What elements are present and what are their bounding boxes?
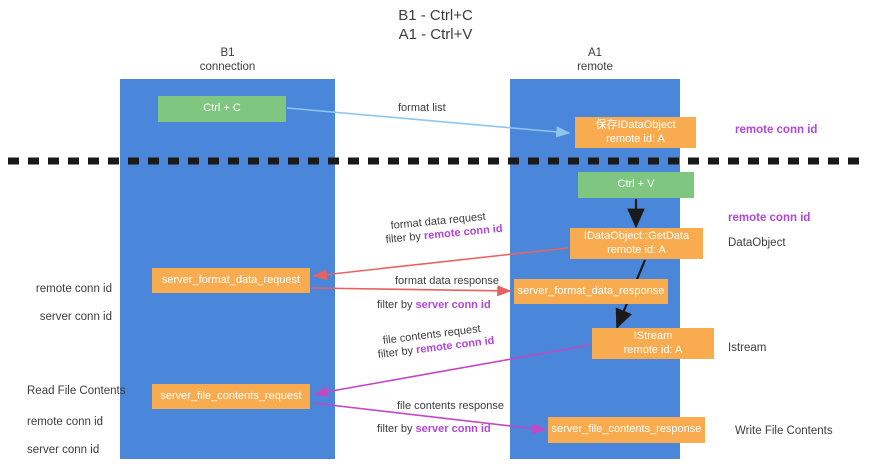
filter-key-server-conn-id: server conn id <box>415 299 491 311</box>
filter-prefix: filter by <box>377 423 416 435</box>
annotation-server-conn-id: server conn id <box>27 444 100 456</box>
edge-label-file-contents-response: file contents response <box>397 400 505 412</box>
node-server-file-contents-request[interactable]: server_file_contents_request <box>152 384 310 409</box>
annotation-read-file-contents: Read File Contents <box>27 385 126 397</box>
node-istream[interactable]: IStream remote id: A <box>592 328 714 359</box>
annotation-istream: Istream <box>728 342 767 354</box>
edge-label-format-data-response-filter: filter by server conn id <box>377 298 491 312</box>
annotation-server-conn-id: server conn id <box>39 311 112 323</box>
edge-label-format-list: format list <box>398 102 446 114</box>
filter-prefix: filter by <box>377 299 416 311</box>
node-server-format-data-response[interactable]: server_format_data_response <box>514 279 668 304</box>
node-save-idataobject[interactable]: 保存IDataObject remote id: A <box>575 117 696 148</box>
node-server-format-data-request[interactable]: server_format_data_request <box>152 268 310 293</box>
annotation-remote-conn-id-top: remote conn id <box>735 124 818 136</box>
filter-prefix: filter by <box>385 230 425 246</box>
annotation-left-conn-ids-2: remote conn id server conn id <box>27 401 103 467</box>
annotation-write-file-contents: Write File Contents <box>735 425 833 437</box>
swimlane-header-a1: A1 remote <box>577 47 613 73</box>
filter-prefix: filter by <box>377 344 417 361</box>
annotation-remote-conn-id-mid: remote conn id <box>728 212 811 224</box>
node-ctrl-v[interactable]: Ctrl + V <box>578 172 694 198</box>
edge-label-format-data-response: format data response <box>395 275 499 287</box>
filter-key-server-conn-id: server conn id <box>415 423 491 435</box>
arrow-format-data-response <box>311 285 512 297</box>
annotation-remote-conn-id: remote conn id <box>35 283 112 295</box>
edge-label-file-contents-response-filter: filter by server conn id <box>377 422 491 436</box>
page-title: B1 - Ctrl+C A1 - Ctrl+V <box>398 7 473 43</box>
annotation-dataobject: DataObject <box>728 237 786 249</box>
node-ctrl-c[interactable]: Ctrl + C <box>158 96 286 122</box>
annotation-left-conn-ids: remote conn id server conn id <box>22 268 112 338</box>
node-idataobject-getdata[interactable]: IDataObject::GetData remote id: A <box>570 228 703 259</box>
node-server-file-contents-response[interactable]: server_file_contents_response <box>548 417 705 443</box>
swimlane-header-b1: B1 connection <box>199 47 256 73</box>
annotation-remote-conn-id: remote conn id <box>27 416 104 428</box>
